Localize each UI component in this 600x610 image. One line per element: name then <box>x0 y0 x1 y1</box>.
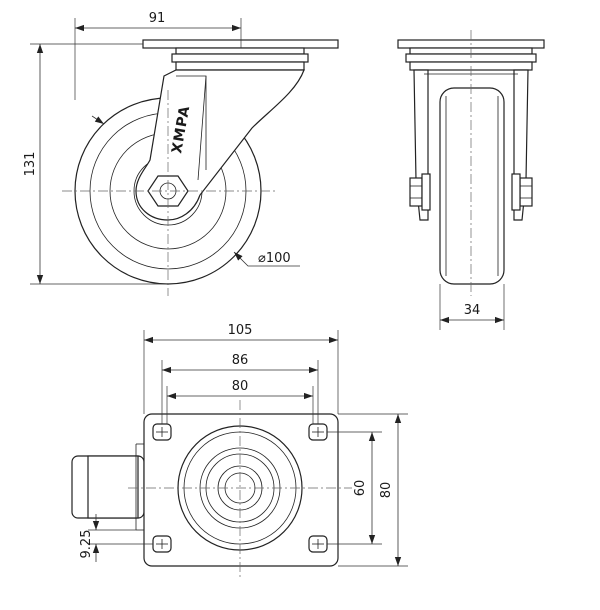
side-rim-leader <box>91 115 105 125</box>
dim-label-60: 60 <box>353 480 368 497</box>
side-plate-base <box>175 47 305 55</box>
dim-label-86: 86 <box>232 353 249 368</box>
side-dimensions: 91 131 ⌀100 <box>23 11 300 285</box>
dim-label-34: 34 <box>464 303 481 318</box>
dim-leader-diameter <box>233 251 300 267</box>
dim-label-80-horizontal: 80 <box>232 379 249 394</box>
side-bearing-ring-upper <box>171 53 309 63</box>
bolt-hole-top-right <box>308 423 328 441</box>
side-view: XMPA <box>62 39 339 296</box>
front-axle-nut-right <box>519 177 533 207</box>
front-axle-washer-left <box>421 173 431 211</box>
top-dimensions: 105 86 80 60 80 9.25 <box>79 323 408 567</box>
dim-label-9-25: 9.25 <box>79 530 94 559</box>
front-axle-washer-right <box>511 173 521 211</box>
side-top-plate <box>142 39 339 49</box>
dim-label-91: 91 <box>149 11 166 26</box>
front-view <box>397 30 545 296</box>
dim-label-105: 105 <box>228 323 253 338</box>
dim-label-80-vertical: 80 <box>379 482 394 499</box>
front-wheel <box>439 87 505 285</box>
dim-label-131: 131 <box>23 152 38 177</box>
front-dimensions: 34 <box>439 284 505 330</box>
dim-label-diameter: ⌀100 <box>258 251 291 266</box>
top-view <box>71 400 352 578</box>
front-axle-nut-left <box>409 177 423 207</box>
bolt-hole-bottom-right <box>308 535 328 553</box>
side-bearing-ring-lower <box>175 61 305 71</box>
top-fork-arm-inner <box>87 455 139 519</box>
bolt-hole-top-left <box>152 423 172 441</box>
bolt-hole-bottom-left <box>152 535 172 553</box>
